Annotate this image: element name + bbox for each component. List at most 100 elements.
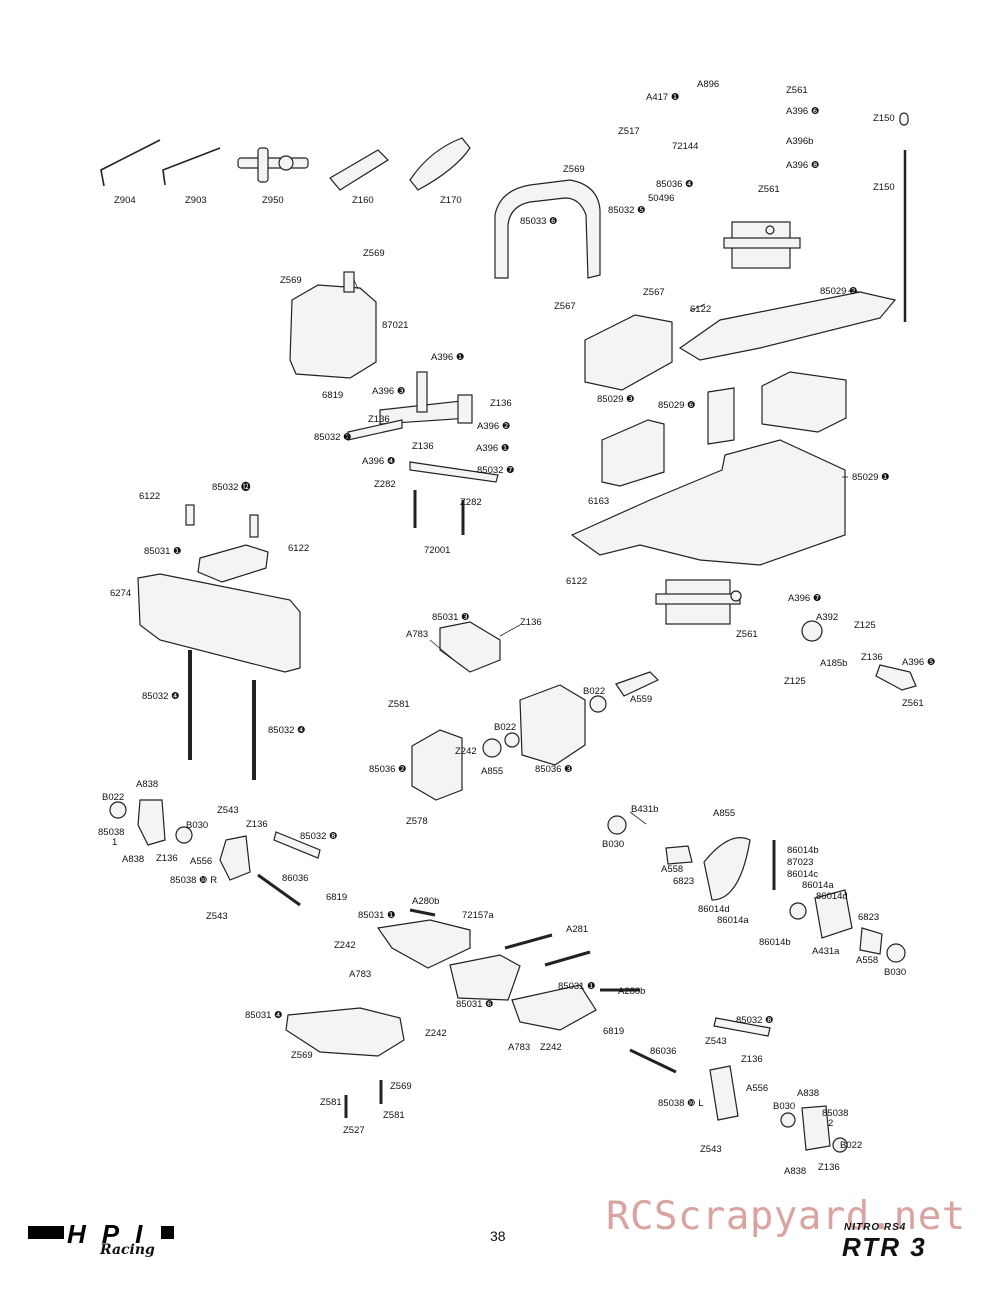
part-label: Z543: [206, 911, 228, 922]
part-label: A396b: [786, 136, 814, 147]
part-label: B030: [773, 1101, 796, 1112]
part-label: A556: [190, 856, 213, 867]
part-label: Z581: [320, 1097, 342, 1108]
part-label: Z517: [618, 126, 640, 137]
part-label: A783: [349, 969, 372, 980]
part-label: 85032 ❺: [608, 205, 646, 216]
part-label: Z136: [412, 441, 434, 452]
page-number: 38: [490, 1228, 506, 1244]
part-label: 6122: [690, 304, 712, 315]
part-label: 85032 ❼: [477, 465, 515, 476]
part-label: 1: [112, 837, 118, 848]
part-label: A396 ❹: [362, 456, 396, 467]
part-label: Z150: [873, 182, 895, 193]
part-label: Z561: [902, 698, 924, 709]
part-label: 86014b: [759, 937, 791, 948]
part-label: Z136: [246, 819, 268, 830]
part-label: 85029 ❶: [852, 472, 890, 483]
part-label: Z561: [786, 85, 808, 96]
part-label: 85038: [98, 827, 125, 838]
part-label: Z569: [291, 1050, 313, 1061]
part-label: A558: [661, 864, 684, 875]
part-label: A556: [746, 1083, 769, 1094]
part-label: 85031 ❶: [144, 546, 182, 557]
part-label: Z136: [861, 652, 883, 663]
part-label: 85038: [822, 1108, 849, 1119]
part-label: Z581: [383, 1110, 405, 1121]
part-label: Z242: [540, 1042, 562, 1053]
part-label: A396 ❶: [476, 443, 510, 454]
part-label: A838: [784, 1166, 807, 1177]
part-label: 6823: [858, 912, 880, 923]
part-label: 85036 ❹: [656, 179, 694, 190]
part-label: 87021: [382, 320, 409, 331]
part-label: Z242: [334, 940, 356, 951]
part-label: 85032 ❹: [142, 691, 180, 702]
part-label: A396 ❸: [372, 386, 406, 397]
part-label: 85038 ❿ L: [658, 1098, 704, 1109]
part-label: Z581: [388, 699, 410, 710]
part-label: 72001: [424, 545, 451, 556]
part-label: Z282: [374, 479, 396, 490]
part-label: Z527: [343, 1125, 365, 1136]
part-label: 6819: [603, 1026, 625, 1037]
part-label: B022: [102, 792, 125, 803]
part-label: A558: [856, 955, 879, 966]
part-label: A280b: [618, 986, 646, 997]
part-label: A185b: [820, 658, 848, 669]
part-label: Z569: [390, 1081, 412, 1092]
part-label: A559: [630, 694, 653, 705]
part-label: 86014a: [717, 915, 749, 926]
part-label: Z543: [700, 1144, 722, 1155]
part-label: A396 ❶: [431, 352, 465, 363]
part-label: Z125: [854, 620, 876, 631]
part-label: A838: [136, 779, 159, 790]
part-label: A280b: [412, 896, 440, 907]
part-label: 85031 ❹: [245, 1010, 283, 1021]
part-label: Z904: [114, 195, 136, 206]
part-label: 85036 ❸: [535, 764, 573, 775]
part-label: A396 ❼: [788, 593, 822, 604]
part-label: B030: [884, 967, 907, 978]
part-label: 85036 ❷: [369, 764, 407, 775]
part-label: B022: [494, 722, 517, 733]
part-label: 85031 ❶: [558, 981, 596, 992]
part-label: 86014c: [787, 869, 819, 880]
part-label: Z242: [425, 1028, 447, 1039]
part-label: A396 ❺: [902, 657, 936, 668]
part-label: 86014a: [802, 880, 834, 891]
part-label: A431a: [812, 946, 840, 957]
part-label: Z561: [736, 629, 758, 640]
part-label: Z569: [363, 248, 385, 259]
part-label: B022: [840, 1140, 863, 1151]
hpi-racing-logo: HPI Racing: [28, 1219, 178, 1262]
part-label: Z170: [440, 195, 462, 206]
part-label: A396 ❽: [786, 160, 820, 171]
rtr3-logo-top: NITRO RS4: [844, 1222, 907, 1233]
part-label: 85032 ❽: [736, 1015, 774, 1026]
part-label: 72157a: [462, 910, 494, 921]
part-label: 86014b: [787, 845, 819, 856]
part-label: 72144: [672, 141, 699, 152]
part-label: A855: [481, 766, 504, 777]
part-label: Z242: [455, 746, 477, 757]
part-label: A392: [816, 612, 839, 623]
part-label: A838: [122, 854, 145, 865]
part-label: Z136: [156, 853, 178, 864]
part-label: 85029 ❻: [658, 400, 696, 411]
part-label: Z578: [406, 816, 428, 827]
part-label: Z150: [873, 113, 895, 124]
part-label: Z136: [368, 414, 390, 425]
part-label: 6163: [588, 496, 610, 507]
part-label: B431b: [631, 804, 659, 815]
part-label: 85033 ❻: [520, 216, 558, 227]
part-label: Z903: [185, 195, 207, 206]
part-label: Z950: [262, 195, 284, 206]
part-label: 85032 ❽: [300, 831, 338, 842]
part-label: A838: [797, 1088, 820, 1099]
part-label: A783: [406, 629, 429, 640]
part-label: A783: [508, 1042, 531, 1053]
part-label: Z136: [818, 1162, 840, 1173]
part-label: 87023: [787, 857, 814, 868]
